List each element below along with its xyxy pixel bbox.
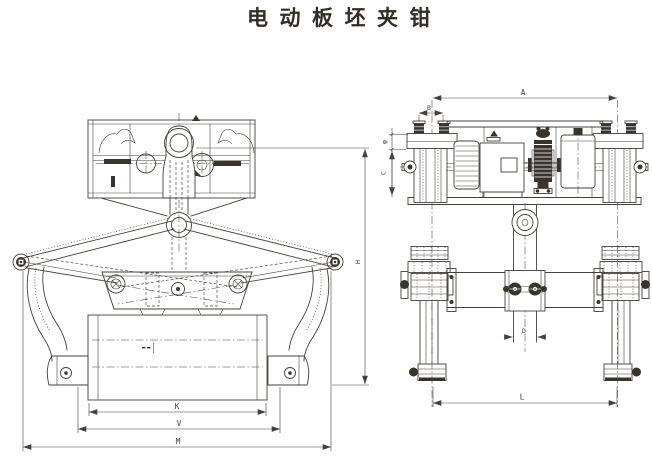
slab <box>87 314 268 401</box>
beam-wheel-block <box>503 270 547 312</box>
right-pivot <box>326 253 344 271</box>
dim-label-v: V <box>177 419 182 428</box>
leg-assembly <box>400 246 454 381</box>
clamp-bolt-right <box>228 274 248 294</box>
side-view <box>400 100 651 407</box>
electric-motor <box>453 140 525 198</box>
dim-label-h: H <box>354 260 362 264</box>
front-view <box>12 113 344 401</box>
dim-label-l: L <box>520 393 525 402</box>
dim-label-a: A <box>521 88 526 97</box>
dim-label-phi: φ <box>381 140 389 144</box>
dim-label-k: K <box>175 402 180 411</box>
clamp-bolt-left <box>106 274 126 294</box>
screw-actuator <box>531 126 555 194</box>
dim-label-b: B <box>427 104 431 112</box>
center-sheave <box>511 209 539 236</box>
drawing-title: 电动板坯夹钳 <box>247 7 442 30</box>
dim-label-d: D <box>522 327 526 335</box>
screw-column <box>401 120 458 203</box>
dimension-annotations: K V M H A B φ C <box>22 88 618 451</box>
dim-label-c: C <box>380 171 388 175</box>
left-pivot <box>12 253 30 271</box>
dim-label-m: M <box>176 437 181 446</box>
gear-housing <box>560 128 596 199</box>
clamp-arm <box>26 266 89 386</box>
